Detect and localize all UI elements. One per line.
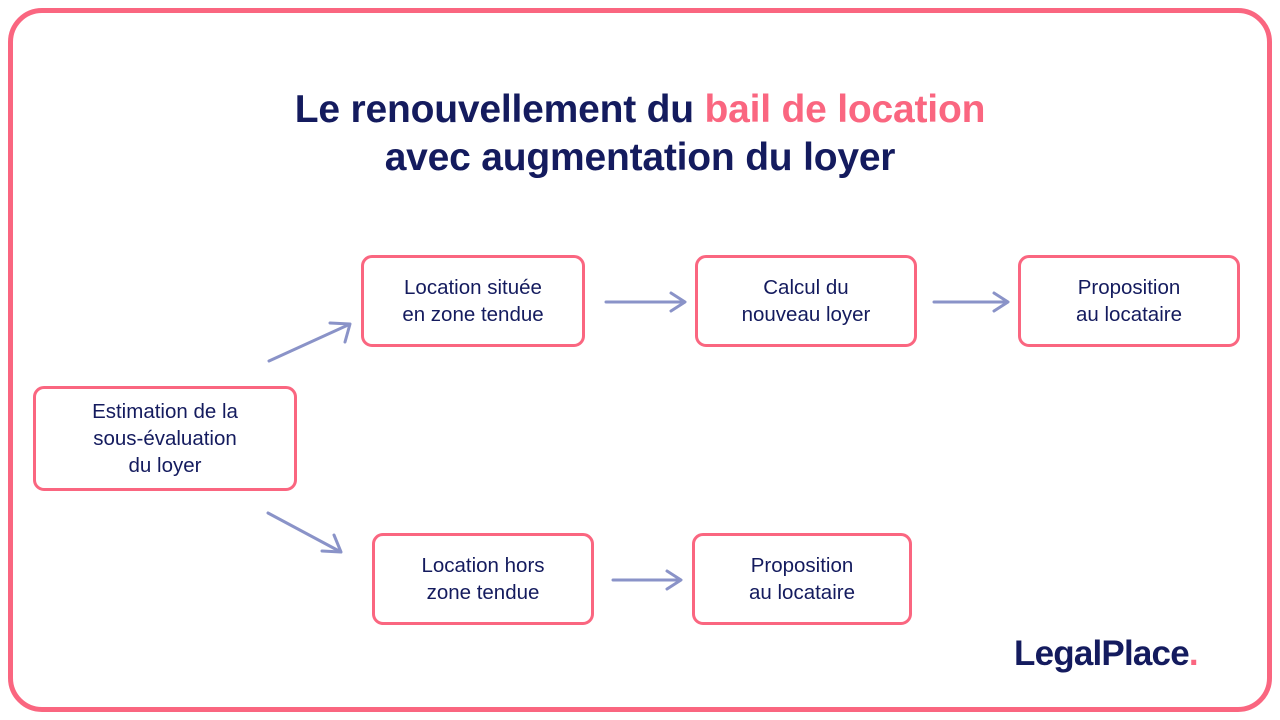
flow-node-estimation-line-1: Estimation de la (92, 399, 238, 423)
flow-node-calcul-line-1: Calcul du (763, 275, 849, 299)
flow-node-calcul-line-2: nouveau loyer (741, 303, 871, 326)
outer-frame-border (8, 8, 1272, 712)
legalplace-logo-name: LegalPlace (1014, 634, 1190, 673)
title-line-1-accent: bail de location (704, 88, 986, 131)
flow-node-proposition-1-line-1: Proposition (1077, 275, 1181, 299)
flow-node-estimation: Estimation de la sous-évaluation du loye… (33, 386, 297, 491)
title-line-1-prefix: Le renouvellement du (294, 88, 705, 131)
flow-node-proposition-2-line-2: au locataire (749, 581, 855, 604)
flow-node-zone-tendue-line-2: en zone tendue (402, 303, 544, 326)
page-title: Le renouvellement du bail de location av… (0, 86, 1280, 181)
flow-node-proposition-2-line-1: Proposition (750, 553, 854, 577)
legalplace-logo-dot: . (1188, 634, 1199, 673)
legalplace-logo: LegalPlace. (1014, 634, 1199, 674)
flow-node-proposition-2: Proposition au locataire (692, 533, 912, 625)
flow-node-hors-zone-line-2: zone tendue (426, 581, 540, 604)
flow-node-zone-tendue-line-1: Location située (404, 275, 542, 299)
flow-node-hors-zone: Location hors zone tendue (372, 533, 594, 625)
flow-node-proposition-1: Proposition au locataire (1018, 255, 1240, 347)
flow-node-zone-tendue: Location située en zone tendue (361, 255, 585, 347)
flow-node-calcul: Calcul du nouveau loyer (695, 255, 917, 347)
flow-node-estimation-line-2: sous-évaluation (93, 426, 237, 450)
flow-node-estimation-line-3: du loyer (128, 454, 202, 478)
flow-node-proposition-1-line-2: au locataire (1076, 303, 1182, 326)
title-line-2: avec augmentation du loyer (384, 135, 896, 179)
title-line-1: Le renouvellement du bail de location (0, 86, 1280, 134)
flow-node-hors-zone-line-1: Location hors (421, 553, 545, 577)
